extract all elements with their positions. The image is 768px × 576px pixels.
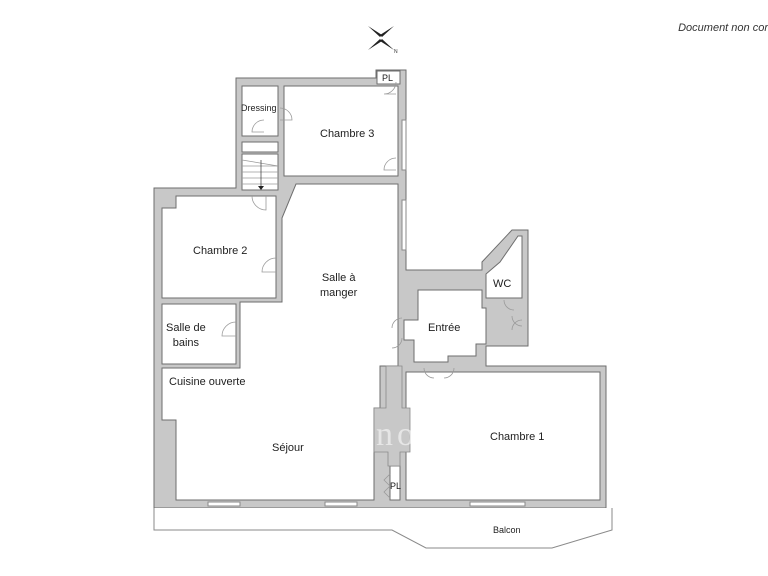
room-label-chambre-2: Chambre 2: [193, 245, 248, 257]
balcon-outline: [153, 508, 613, 549]
room-label-dressing: Dressing: [241, 103, 277, 113]
chambre-3-floor: [283, 85, 399, 177]
door-swing: [503, 299, 523, 331]
wc-floor: [485, 235, 523, 299]
window: [401, 199, 407, 251]
door-swing: [391, 317, 403, 349]
stair-arrow-icon: [258, 186, 264, 190]
dressing-floor: [241, 85, 279, 137]
room-label-chambre-1: Chambre 1: [490, 431, 545, 443]
window: [324, 501, 358, 507]
door-swing: [279, 107, 293, 121]
room-label-cuisine-ouverte: Cuisine ouverte: [169, 376, 246, 388]
room-label-placard: PL: [390, 481, 402, 491]
door-swing: [383, 81, 397, 95]
disclaimer-text: Document non cor: [678, 22, 768, 34]
structural-pillar: [373, 365, 411, 467]
door-swing: [383, 473, 391, 499]
room-label-balcon: Balcon: [493, 525, 521, 535]
room-label-entree: Entrée: [428, 322, 461, 334]
door-swing: [423, 367, 455, 379]
chambre-2-floor: [161, 195, 277, 299]
door-swing: [251, 195, 267, 211]
room-label-chambre-3: Chambre 3: [320, 128, 375, 140]
window: [469, 501, 526, 507]
window: [207, 501, 241, 507]
north-marker: N: [394, 49, 398, 54]
door-swing: [383, 157, 397, 171]
window: [401, 119, 407, 171]
chambre-1-floor: [405, 371, 601, 501]
placard-top-floor: [376, 70, 401, 85]
room-label-placard: PL: [382, 73, 394, 83]
salle-de-bains-floor: [161, 303, 237, 365]
door-swing: [261, 257, 277, 273]
room-label-salle-de-bains: Salle de bains: [166, 322, 206, 349]
door-swing: [251, 119, 265, 133]
stair-landing: [241, 141, 279, 153]
entree-floor: [403, 289, 487, 363]
watermark: no: [376, 416, 418, 453]
room-label-wc: WC: [493, 278, 512, 290]
compass-rose-icon: N: [368, 26, 398, 54]
room-label-sejour: Séjour: [272, 442, 304, 454]
room-label-salle-a-manger: Salle à manger: [320, 272, 358, 299]
door-swing: [221, 321, 237, 337]
